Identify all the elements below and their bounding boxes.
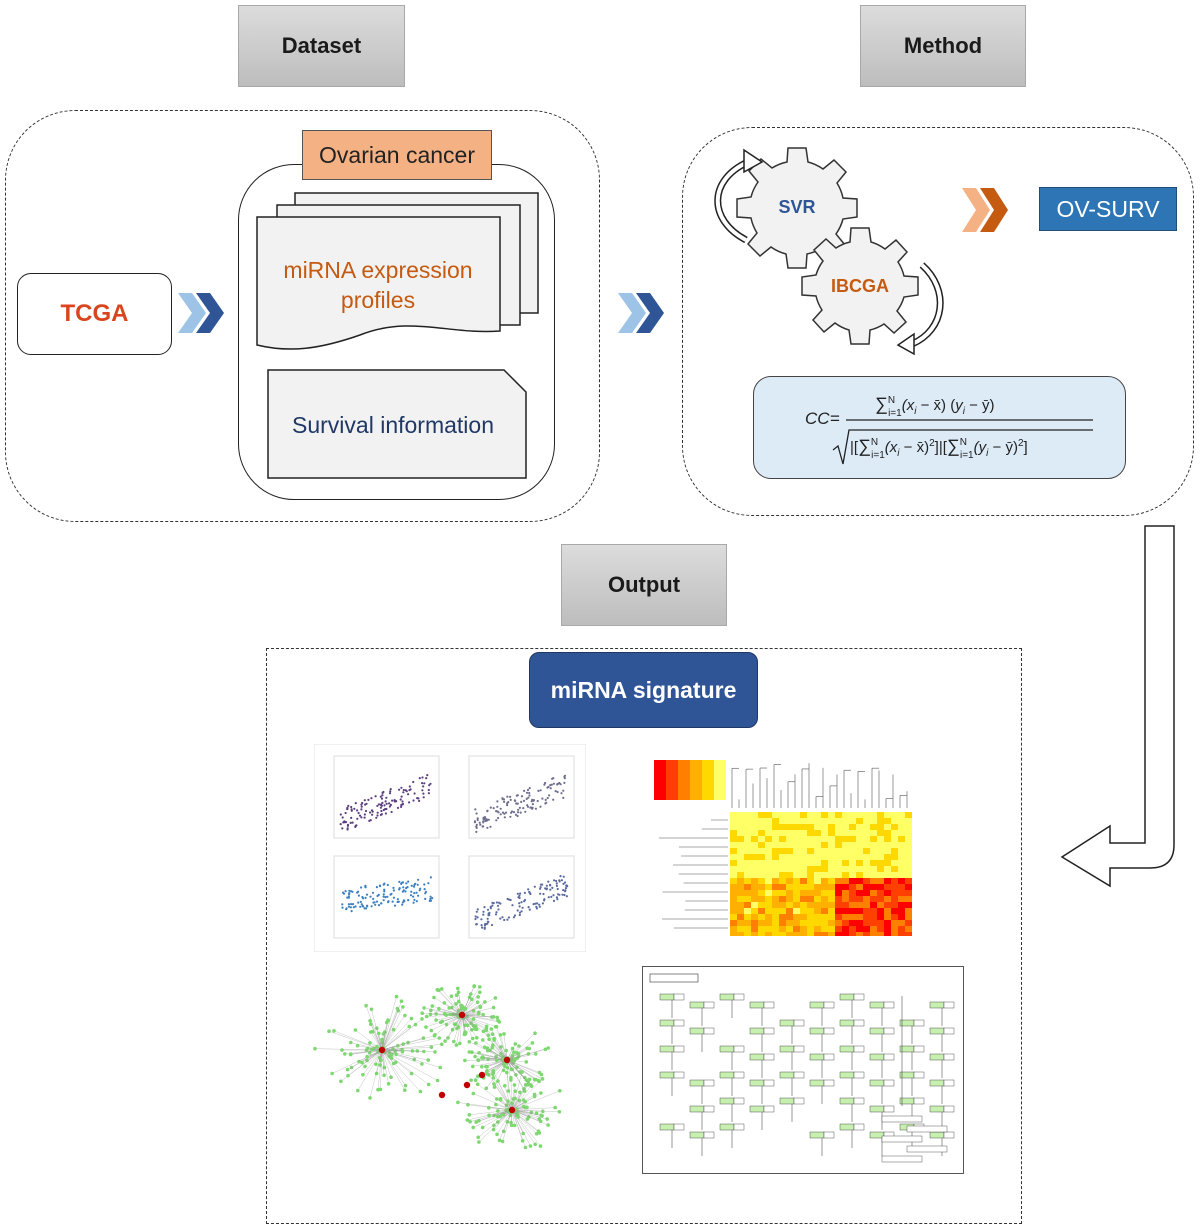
chevron-right-icon bbox=[178, 293, 224, 333]
mirna-signature-box: miRNA signature bbox=[529, 652, 758, 728]
formula-lhs: CC bbox=[805, 409, 830, 428]
cycle-arrow-icon bbox=[896, 262, 944, 356]
output-container bbox=[266, 648, 1022, 1224]
network-thumbnail bbox=[312, 975, 602, 1175]
chevron-right-icon bbox=[962, 188, 1008, 232]
flow-arrow-icon bbox=[1060, 525, 1175, 888]
svr-gear-icon bbox=[736, 147, 858, 269]
mirna-profiles-line2: profiles bbox=[340, 287, 416, 313]
ibcga-label: IBCGA bbox=[831, 276, 889, 296]
pathway-thumbnail bbox=[642, 966, 964, 1174]
ibcga-gear-icon bbox=[801, 227, 919, 345]
svg-text:∑Ni=1(xi − x̄) (yi − ȳ): ∑Ni=1(xi − x̄) (yi − ȳ) bbox=[875, 394, 995, 419]
stacked-document-icon bbox=[256, 192, 539, 350]
mirna-profiles-label: miRNA expression profiles bbox=[262, 255, 494, 315]
scatter-plots-thumbnail bbox=[314, 744, 586, 952]
mirna-profiles-line1: miRNA expression bbox=[283, 257, 473, 283]
ov-surv-box: OV-SURV bbox=[1039, 187, 1177, 231]
method-container bbox=[682, 127, 1194, 516]
dataset-container bbox=[5, 110, 600, 522]
method-header: Method bbox=[860, 5, 1026, 87]
heatmap-thumbnail bbox=[640, 756, 920, 936]
tcga-box: TCGA bbox=[17, 273, 172, 355]
svg-text:|[∑Ni=1(xi − x̄)2]|[∑Ni=1(yi −: |[∑Ni=1(xi − x̄)2]|[∑Ni=1(yi − ȳ)2] bbox=[850, 436, 1028, 461]
cycle-arrow-icon bbox=[714, 148, 764, 244]
svg-text:=: = bbox=[830, 409, 840, 428]
output-header: Output bbox=[561, 544, 727, 626]
ovarian-cancer-label: Ovarian cancer bbox=[302, 130, 492, 180]
chevron-right-icon bbox=[618, 293, 664, 333]
svr-label: SVR bbox=[778, 197, 816, 217]
gears-diagram bbox=[714, 147, 944, 356]
formula-box bbox=[753, 376, 1126, 479]
survival-document-icon bbox=[267, 369, 527, 479]
survival-info-label: Survival information bbox=[292, 412, 494, 438]
dataset-header: Dataset bbox=[238, 5, 405, 87]
